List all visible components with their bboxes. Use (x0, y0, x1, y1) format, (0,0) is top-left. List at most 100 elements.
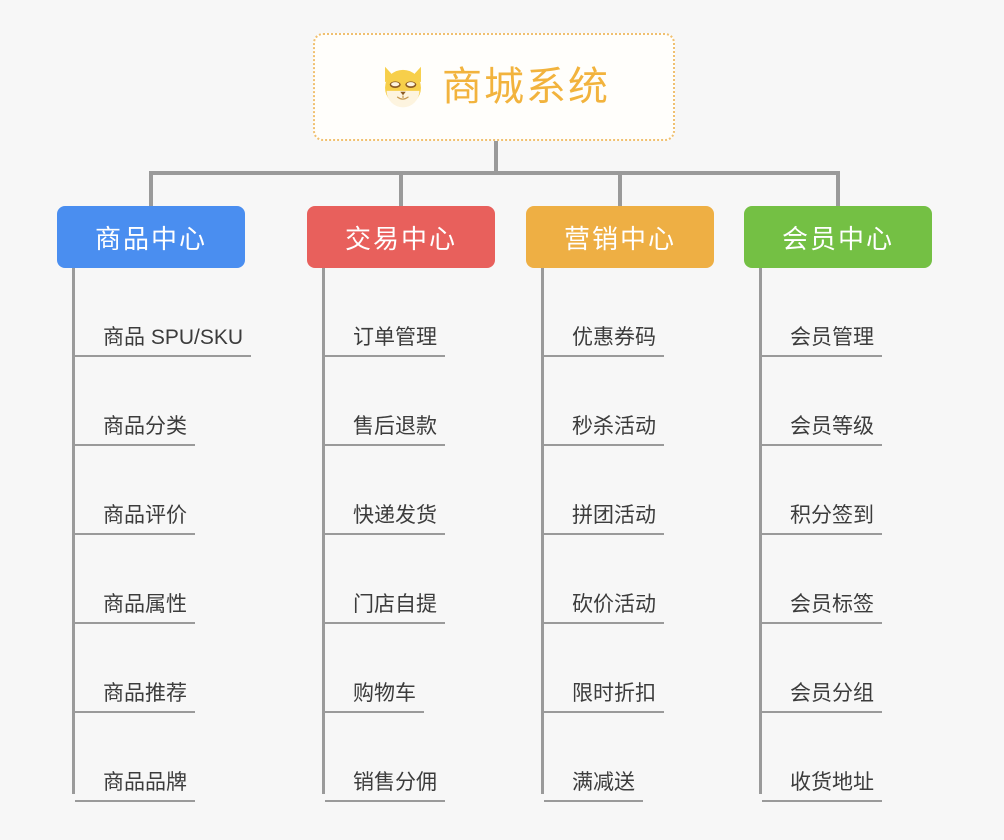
leaf-underline (762, 533, 882, 535)
leaf-underline (762, 800, 882, 802)
leaf-underline (544, 444, 664, 446)
leaf-item[interactable]: 商品 SPU/SKU (72, 268, 252, 357)
leaf-label: 售后退款 (353, 414, 437, 438)
root-title: 商城系统 (442, 65, 610, 109)
leaf-item[interactable]: 商品品牌 (72, 713, 245, 802)
leaf-item[interactable]: 会员管理 (759, 268, 932, 357)
leaf-label: 会员分组 (790, 681, 874, 705)
leaf-item[interactable]: 购物车 (322, 624, 495, 713)
leaf-underline (75, 355, 252, 357)
connector-horizontal-bar (149, 171, 840, 175)
leaf-underline (544, 355, 664, 357)
connector-trunk-4 (759, 268, 762, 794)
category-column-1: 商品中心 商品 SPU/SKU 商品分类 商品评价 商品属性 商品推荐 商品品牌 (57, 206, 252, 802)
leaf-item[interactable]: 优惠券码 (541, 268, 714, 357)
leaf-underline (762, 622, 882, 624)
leaf-underline (762, 444, 882, 446)
leaf-item[interactable]: 收货地址 (759, 713, 932, 802)
leaf-underline (75, 444, 195, 446)
leaf-underline (544, 533, 664, 535)
category-title-4: 会员中心 (781, 223, 894, 254)
leaf-list-4: 会员管理 会员等级 积分签到 会员标签 会员分组 收货地址 (759, 268, 932, 802)
leaf-list-1: 商品 SPU/SKU 商品分类 商品评价 商品属性 商品推荐 商品品牌 (72, 268, 252, 802)
category-box-1[interactable]: 商品中心 (57, 206, 245, 268)
category-title-3: 营销中心 (563, 223, 676, 254)
leaf-item[interactable]: 门店自提 (322, 535, 495, 624)
leaf-underline (544, 622, 664, 624)
leaf-underline (325, 533, 445, 535)
leaf-item[interactable]: 砍价活动 (541, 535, 714, 624)
connector-root-stem (494, 141, 498, 174)
leaf-item[interactable]: 秒杀活动 (541, 357, 714, 446)
root-node[interactable]: 商城系统 (313, 33, 675, 141)
leaf-label: 拼团活动 (572, 503, 656, 527)
leaf-label: 商品评价 (103, 503, 187, 527)
leaf-label: 商品 SPU/SKU (103, 325, 244, 349)
leaf-item[interactable]: 会员标签 (759, 535, 932, 624)
leaf-label: 订单管理 (353, 325, 437, 349)
leaf-label: 门店自提 (353, 592, 437, 616)
category-box-3[interactable]: 营销中心 (526, 206, 714, 268)
leaf-label: 会员管理 (790, 325, 874, 349)
leaf-label: 收货地址 (790, 770, 874, 794)
category-box-4[interactable]: 会员中心 (744, 206, 932, 268)
category-title-2: 交易中心 (344, 223, 457, 254)
leaf-label: 商品分类 (103, 414, 187, 438)
leaf-underline (325, 711, 424, 713)
leaf-item[interactable]: 会员分组 (759, 624, 932, 713)
leaf-list-2: 订单管理 售后退款 快递发货 门店自提 购物车 销售分佣 (322, 268, 495, 802)
leaf-item[interactable]: 快递发货 (322, 446, 495, 535)
leaf-item[interactable]: 商品属性 (72, 535, 245, 624)
leaf-item[interactable]: 商品评价 (72, 446, 245, 535)
leaf-label: 会员等级 (790, 414, 874, 438)
category-column-3: 营销中心 优惠券码 秒杀活动 拼团活动 砍价活动 限时折扣 满减送 (526, 206, 714, 802)
leaf-label: 积分签到 (790, 503, 874, 527)
connector-trunk-1 (72, 268, 75, 794)
leaf-label: 购物车 (353, 681, 416, 705)
connector-drop-3 (618, 171, 622, 206)
leaf-item[interactable]: 会员等级 (759, 357, 932, 446)
category-box-2[interactable]: 交易中心 (307, 206, 495, 268)
connector-trunk-3 (541, 268, 544, 794)
leaf-label: 商品推荐 (103, 681, 187, 705)
leaf-item[interactable]: 积分签到 (759, 446, 932, 535)
shiba-dog-icon (385, 66, 421, 108)
leaf-list-3: 优惠券码 秒杀活动 拼团活动 砍价活动 限时折扣 满减送 (541, 268, 714, 802)
leaf-underline (75, 622, 195, 624)
leaf-label: 满减送 (572, 770, 635, 794)
category-column-2: 交易中心 订单管理 售后退款 快递发货 门店自提 购物车 销售分佣 (307, 206, 495, 802)
category-title-1: 商品中心 (94, 223, 207, 254)
connector-drop-1 (149, 171, 153, 206)
leaf-underline (75, 533, 195, 535)
leaf-item[interactable]: 拼团活动 (541, 446, 714, 535)
category-column-4: 会员中心 会员管理 会员等级 积分签到 会员标签 会员分组 收货地址 (744, 206, 932, 802)
leaf-item[interactable]: 销售分佣 (322, 713, 495, 802)
leaf-label: 砍价活动 (572, 592, 656, 616)
leaf-underline (544, 800, 643, 802)
leaf-item[interactable]: 售后退款 (322, 357, 495, 446)
leaf-label: 优惠券码 (572, 325, 656, 349)
leaf-underline (325, 355, 445, 357)
leaf-label: 限时折扣 (572, 681, 656, 705)
connector-drop-4 (836, 171, 840, 206)
leaf-item[interactable]: 商品分类 (72, 357, 245, 446)
leaf-underline (544, 711, 664, 713)
leaf-item[interactable]: 限时折扣 (541, 624, 714, 713)
leaf-underline (325, 444, 445, 446)
leaf-label: 商品属性 (103, 592, 187, 616)
leaf-underline (75, 800, 195, 802)
leaf-label: 销售分佣 (353, 770, 437, 794)
leaf-underline (325, 622, 445, 624)
leaf-item[interactable]: 订单管理 (322, 268, 495, 357)
leaf-underline (75, 711, 195, 713)
leaf-label: 会员标签 (790, 592, 874, 616)
connector-drop-2 (399, 171, 403, 206)
leaf-label: 秒杀活动 (572, 414, 656, 438)
leaf-underline (762, 711, 882, 713)
leaf-underline (762, 355, 882, 357)
leaf-item[interactable]: 商品推荐 (72, 624, 245, 713)
leaf-underline (325, 800, 445, 802)
leaf-label: 快递发货 (353, 503, 437, 527)
leaf-item[interactable]: 满减送 (541, 713, 714, 802)
